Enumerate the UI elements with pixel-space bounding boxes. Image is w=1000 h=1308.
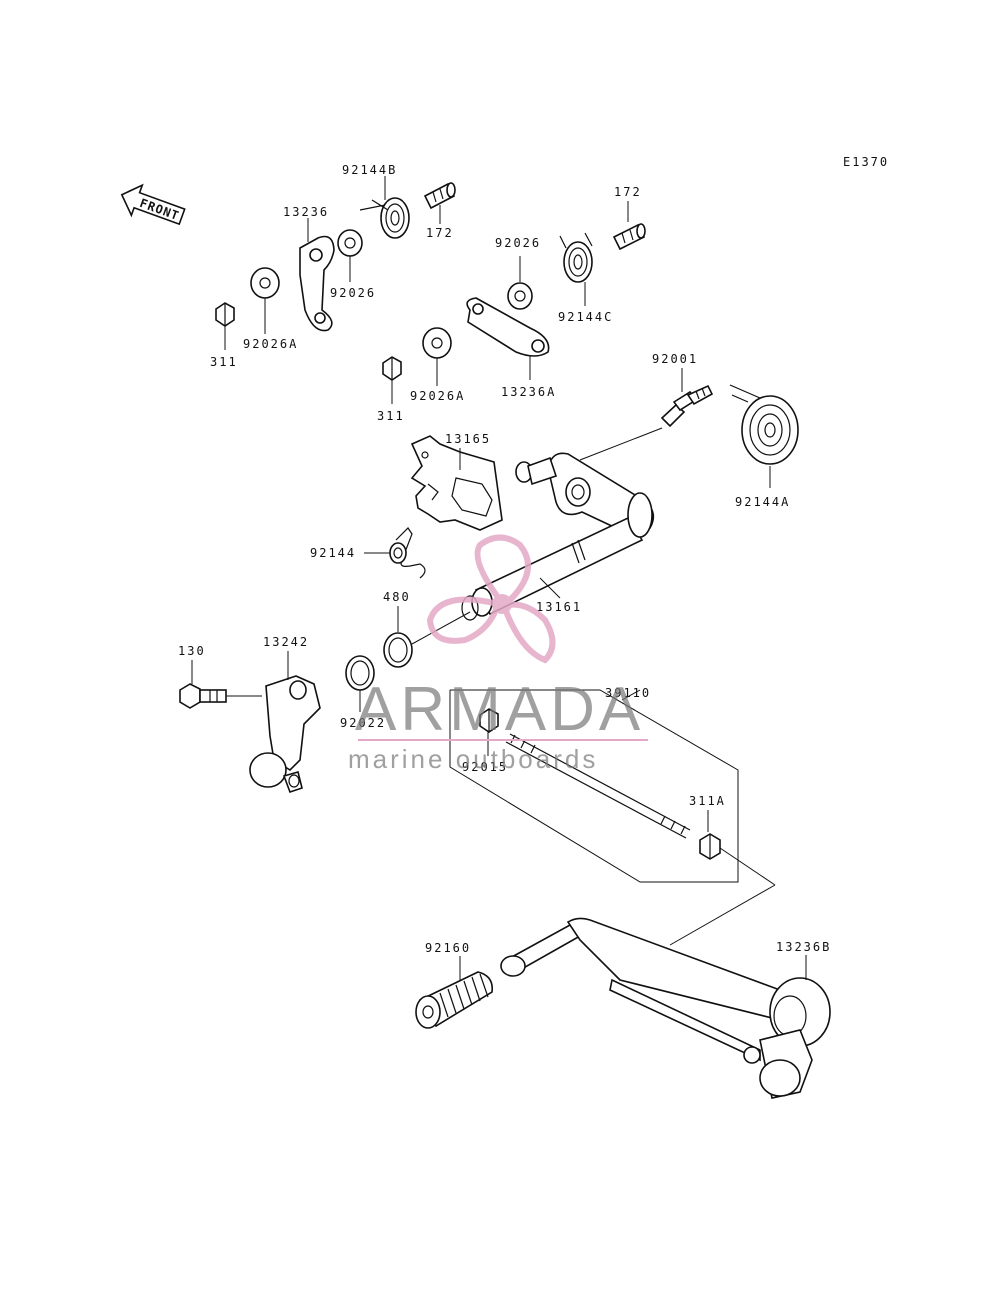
label-92026a-b: 92026A [410,389,465,403]
nut-311-a [215,302,235,327]
label-92015: 92015 [462,760,508,774]
label-480: 480 [383,590,411,604]
spring-92144c [559,232,593,283]
label-92001: 92001 [652,352,698,366]
label-39110: 39110 [605,686,651,700]
bolt-130 [179,683,262,709]
label-92144b: 92144B [342,163,397,177]
circlip-480 [383,632,413,668]
label-92026a-a: 92026A [243,337,298,351]
nut-311-b [382,356,402,381]
label-311a: 311A [689,794,726,808]
label-92144c: 92144C [558,310,613,324]
armada-logo-icon [426,534,556,664]
watermark-brand: ARMADA [355,675,644,744]
pedal-rubber-92160 [415,971,494,1029]
label-92144a: 92144A [735,495,790,509]
watermark-tagline: marine outboards [348,744,598,774]
tie-rod-assembly-frame [449,689,739,883]
front-arrow-icon: FRONT [120,183,186,226]
label-13242: 13242 [263,635,309,649]
lever-13236a [466,297,550,357]
washer-92026-b [507,282,533,310]
link-arm-13242 [249,675,321,794]
label-311-a: 311 [210,355,238,369]
spring-92144 [389,527,426,579]
diagram-code: E1370 [843,155,889,169]
bolt-92001 [660,384,714,428]
pin-172-b [612,223,646,251]
shift-pedal-13236b [500,917,831,1099]
lever-13236 [299,235,335,332]
label-13236b: 13236B [776,940,831,954]
spring-92144b [359,197,410,239]
nut-92015 [479,708,499,733]
label-13236a: 13236A [501,385,556,399]
label-92026-b: 92026 [495,236,541,250]
label-172-b: 172 [614,185,642,199]
label-13161: 13161 [536,600,582,614]
washer-92026a-a [250,267,280,299]
label-92144: 92144 [310,546,356,560]
label-311-b: 311 [377,409,405,423]
nut-311a [699,833,721,860]
label-13236: 13236 [283,205,329,219]
label-92022: 92022 [340,716,386,730]
spring-92144a [729,384,799,465]
label-92026-a: 92026 [330,286,376,300]
label-13165: 13165 [445,432,491,446]
label-130: 130 [178,644,206,658]
pin-172-a [423,182,456,210]
label-172-a: 172 [426,226,454,240]
washer-92026a-b [422,327,452,359]
washer-92026-a [337,229,363,257]
plate-13165 [410,435,503,531]
label-92160: 92160 [425,941,471,955]
